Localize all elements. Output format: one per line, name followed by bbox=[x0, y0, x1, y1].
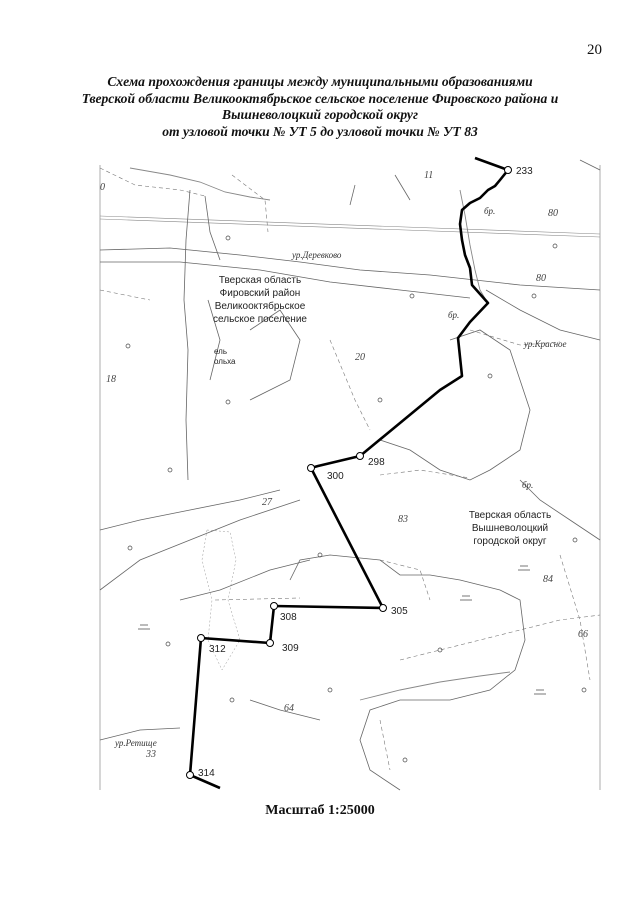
region-west-label: Тверская область Фировский район Великоо… bbox=[213, 274, 307, 325]
quarter-number: 64 bbox=[284, 703, 294, 714]
quarter-number: 27 bbox=[262, 497, 273, 508]
quarter-number: 66 bbox=[578, 629, 588, 640]
map-title-line-2: Тверской области Великооктябрьское сельс… bbox=[81, 90, 559, 106]
quarter-numbers: 0 11 80 80 18 20 27 83 84 66 64 33 bbox=[100, 170, 588, 760]
tract-label-krasnoe: ур.Красное bbox=[523, 339, 567, 349]
point-label-312: 312 bbox=[209, 644, 226, 655]
quarter-lines bbox=[99, 167, 601, 771]
nodal-point-305 bbox=[379, 604, 387, 612]
quarter-number: 33 bbox=[145, 749, 156, 760]
region-west-line-1: Тверская область bbox=[219, 274, 301, 286]
point-label-305: 305 bbox=[391, 606, 408, 617]
map-labels: ур.Деревково ур.Красное ур.Ретище бр. бр… bbox=[114, 206, 567, 748]
quarter-number: 84 bbox=[543, 574, 553, 585]
map-title-line-3: Вышневолоцкий городской округ bbox=[222, 107, 418, 122]
point-label-314: 314 bbox=[198, 768, 215, 779]
map-frame bbox=[99, 165, 601, 790]
parcel-outline bbox=[201, 529, 241, 671]
quarter-number: 18 bbox=[106, 374, 116, 385]
nodal-point-298 bbox=[356, 452, 364, 460]
region-west-line-4: сельское поселение bbox=[213, 314, 307, 325]
nodal-point-312 bbox=[197, 634, 205, 642]
region-east-line-1: Тверская область bbox=[469, 509, 551, 521]
map-title-line-4: от узловой точки № УТ 5 до узловой точки… bbox=[162, 123, 478, 139]
tract-label-derevkovo: ур.Деревково bbox=[291, 250, 342, 260]
point-label-300: 300 bbox=[327, 471, 344, 482]
region-east-line-3: городской округ bbox=[473, 536, 547, 547]
point-label-233: 233 bbox=[516, 166, 533, 177]
scale-label: Масштаб 1:25000 bbox=[265, 803, 375, 818]
quarter-number: 0 bbox=[100, 182, 105, 193]
ford-label-2: бр. bbox=[448, 310, 459, 320]
map-title-line-1: Схема прохождения границы между муниципа… bbox=[107, 74, 533, 89]
region-east-line-2: Вышневолоцкий bbox=[472, 523, 548, 534]
railway-line bbox=[99, 215, 601, 238]
quarter-number: 83 bbox=[398, 514, 408, 525]
swamp-symbols bbox=[138, 565, 546, 695]
nodal-points bbox=[186, 166, 512, 779]
forest-label-el: ель bbox=[214, 347, 227, 356]
region-west-line-2: Фировский район bbox=[220, 288, 301, 299]
map-title: Схема прохождения границы между муниципа… bbox=[60, 74, 580, 140]
region-west-line-3: Великооктябрьское bbox=[215, 300, 306, 312]
point-label-298: 298 bbox=[368, 457, 385, 468]
quarter-number: 80 bbox=[536, 273, 546, 284]
point-label-309: 309 bbox=[282, 643, 299, 654]
quarter-number: 80 bbox=[548, 208, 558, 219]
point-labels: 233 298 300 305 308 309 312 314 bbox=[198, 166, 533, 779]
region-east-label: Тверская область Вышневолоцкий городской… bbox=[469, 509, 551, 547]
nodal-point-314 bbox=[186, 771, 194, 779]
nodal-point-300 bbox=[307, 464, 315, 472]
nodal-point-308 bbox=[270, 602, 278, 610]
survey-marks bbox=[125, 235, 587, 763]
contour-lines bbox=[99, 159, 601, 791]
point-label-308: 308 bbox=[280, 612, 297, 623]
ford-label-1: бр. bbox=[484, 206, 495, 216]
tract-label-retische: ур.Ретище bbox=[114, 738, 157, 748]
quarter-number: 20 bbox=[355, 352, 365, 363]
quarter-number: 11 bbox=[424, 170, 433, 181]
nodal-point-309 bbox=[266, 639, 274, 647]
river bbox=[129, 167, 511, 701]
forest-label-olkha: ольха bbox=[214, 357, 236, 366]
nodal-point-233 bbox=[504, 166, 512, 174]
page-number: 20 bbox=[587, 42, 602, 58]
ford-label-3: бр. bbox=[522, 480, 533, 490]
boundary-line bbox=[188, 156, 510, 790]
